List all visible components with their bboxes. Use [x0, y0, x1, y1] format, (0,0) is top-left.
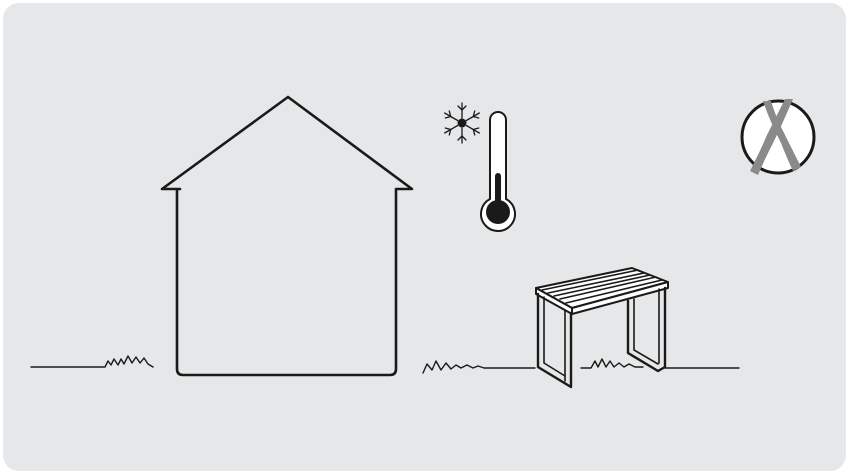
ground-line — [30, 355, 740, 374]
illustration-panel — [3, 3, 846, 471]
panel-background — [3, 3, 846, 471]
outdoor-cold-illustration — [3, 3, 846, 471]
house-outline-icon — [160, 95, 414, 377]
snowflake-icon — [444, 102, 480, 144]
thermometer-mercury-level — [495, 173, 501, 209]
outdoor-slatted-table-icon — [535, 267, 669, 389]
crossed-circle-icon — [740, 99, 816, 175]
thermometer-cold-icon — [480, 111, 516, 232]
thermometer-bulb — [486, 200, 510, 224]
